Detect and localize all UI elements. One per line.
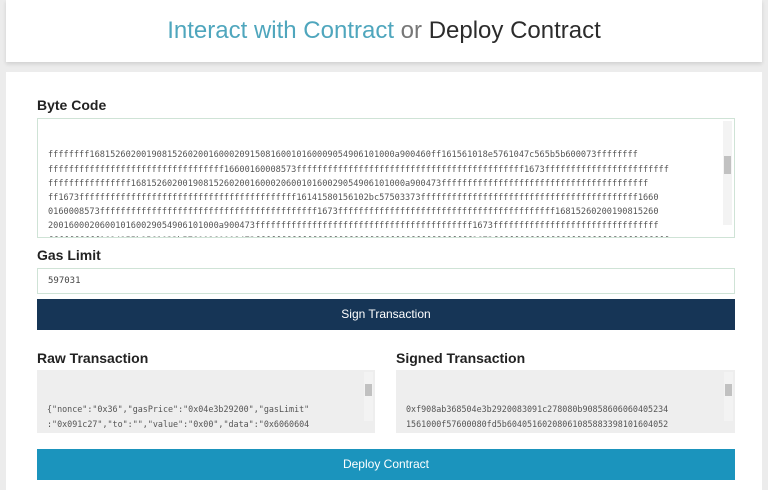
- text-line: :"0x091c27","to":"","value":"0x00","data…: [47, 418, 310, 429]
- deploy-contract-button[interactable]: Deploy Contract: [37, 449, 735, 480]
- text-line: ffffffffffffffff168152602001908152602001…: [48, 178, 649, 189]
- text-line: 0160008573ffffffffffffffffffffffffffffff…: [48, 207, 659, 218]
- text-line: ff1673ffffffffffffffffffffffffffffffffff…: [48, 193, 659, 204]
- raw-transaction-label: Raw Transaction: [37, 350, 149, 366]
- signed-transaction-label: Signed Transaction: [396, 350, 526, 366]
- gas-limit-label: Gas Limit: [37, 247, 101, 263]
- raw-transaction-textarea[interactable]: {"nonce":"0x36","gasPrice":"0x04e3b29200…: [37, 370, 375, 433]
- text-line: 808051906020019091905050336000806101000a…: [406, 431, 735, 434]
- text-line: 0xf908ab368504e3b2920083091c278080b90858…: [406, 404, 669, 415]
- scrollbar[interactable]: [723, 121, 732, 225]
- text-line: {"nonce":"0x36","gasPrice":"0x04e3b29200…: [47, 404, 310, 415]
- text-line: 200160002060010160029054906101000a900473…: [48, 221, 659, 232]
- text-line: ffffffff16815260200190815260200160002091…: [48, 150, 638, 161]
- text-line: ffffffffff1614155b1561032b57600160008473…: [48, 234, 734, 237]
- gas-limit-input[interactable]: 597031: [37, 268, 735, 294]
- text-line: 052341561000f57600080fd5b604051602080610…: [47, 431, 375, 434]
- sign-transaction-button[interactable]: Sign Transaction: [37, 299, 735, 330]
- deploy-heading: Deploy Contract: [428, 17, 601, 44]
- interact-link[interactable]: Interact with Contract: [167, 17, 394, 44]
- signed-transaction-textarea[interactable]: 0xf908ab368504e3b2920083091c278080b90858…: [396, 370, 735, 433]
- scrollbar[interactable]: [364, 372, 373, 421]
- page-header: Interact with Contract or Deploy Contrac…: [6, 0, 762, 62]
- scrollbar[interactable]: [724, 372, 733, 421]
- or-text: or: [400, 17, 423, 44]
- text-line: ffffffffffffffffffffffffffffffffff166001…: [48, 164, 669, 175]
- bytecode-textarea[interactable]: ffffffff16815260200190815260200160002091…: [37, 118, 735, 238]
- bytecode-label: Byte Code: [37, 97, 107, 113]
- text-line: 1561000f57600080fd5b60405160208061085883…: [406, 418, 669, 429]
